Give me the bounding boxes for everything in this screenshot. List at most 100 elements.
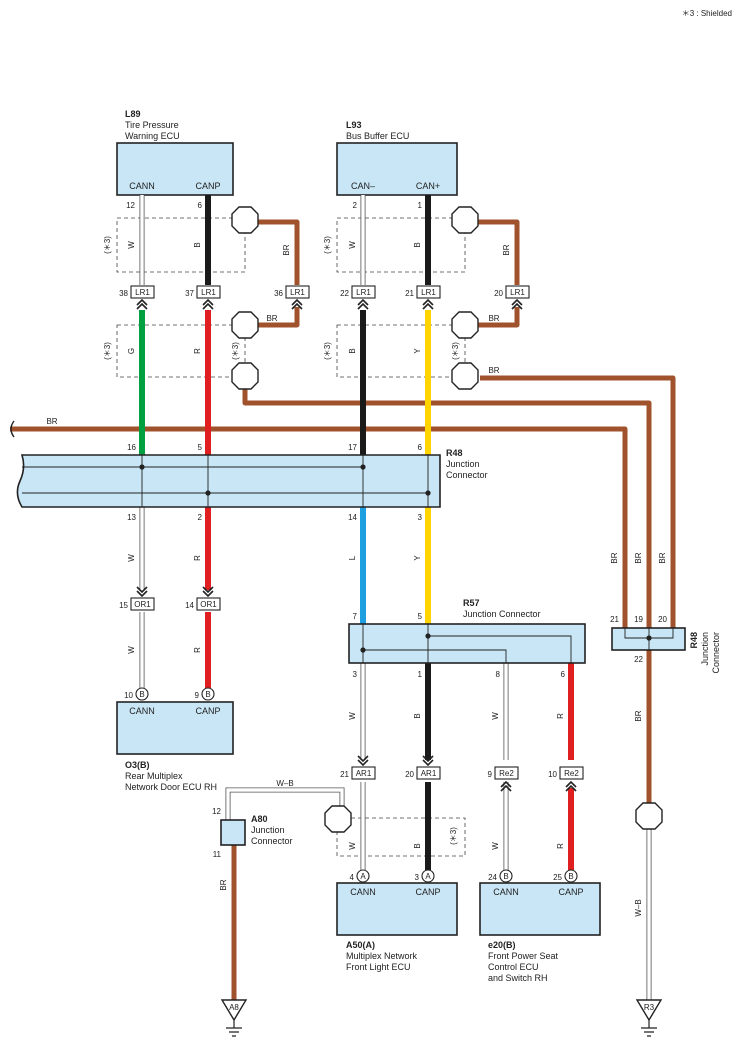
svg-text:B: B [568,872,573,881]
o3b-ecu-box [116,701,234,755]
svg-text:R3: R3 [644,1003,655,1012]
br-break-mark [10,420,15,438]
svg-text:W: W [127,646,136,654]
svg-text:Y: Y [413,348,422,354]
o3b-name2: Network Door ECU RH [125,782,217,792]
svg-text:BR: BR [610,552,619,563]
svg-text:1: 1 [418,670,423,679]
e20b-ecu-box [479,882,601,936]
svg-text:9: 9 [195,691,200,700]
svg-text:24: 24 [488,873,497,882]
svg-text:BR: BR [634,552,643,563]
shield-mark-5: (＊3) [323,342,332,360]
svg-text:W: W [348,241,357,249]
svg-text:W–B: W–B [634,899,643,916]
svg-text:7: 7 [353,612,358,621]
r48-top-name2: Connector [446,470,488,480]
svg-text:12: 12 [126,201,135,210]
svg-text:6: 6 [198,201,203,210]
l93-code: L93 [346,120,362,130]
svg-text:W: W [127,554,136,562]
l89-code: L89 [125,109,141,119]
shield-mark-6: (＊3) [451,342,460,360]
svg-text:21: 21 [405,289,414,298]
svg-text:LR1: LR1 [510,288,525,297]
shield-box-l93 [336,217,466,273]
l89-name2: Warning ECU [125,131,180,141]
ar1-re2-row: AR1 AR1 Re2 Re2 [351,766,584,780]
svg-text:AR1: AR1 [356,769,372,778]
svg-text:R: R [556,713,565,719]
e20b-pin-canp: CANP [558,887,583,897]
svg-text:14: 14 [185,601,194,610]
svg-text:OR1: OR1 [200,600,217,609]
a50a-name1: Multiplex Network [346,951,418,961]
circle-connector-marks: B B A A B B [135,687,578,883]
r48-right-name1: Junction [700,632,710,666]
r57-junction [348,623,586,664]
r48-top-dots [139,464,431,496]
svg-text:R: R [193,348,202,354]
svg-text:38: 38 [119,289,128,298]
svg-text:22: 22 [634,655,643,664]
white-wires [139,195,652,1000]
o3b-pin-canp: CANP [195,706,220,716]
svg-text:9: 9 [488,770,493,779]
shield-mark-7: (＊3) [449,827,458,845]
a80-junction [220,819,246,846]
shield-octagons [231,206,663,833]
svg-text:13: 13 [127,513,136,522]
svg-text:R: R [193,647,202,653]
l89-pin-canp: CANP [195,181,220,191]
r48-right-name2: Connector [711,632,721,674]
octagon-6 [451,362,479,390]
svg-text:W: W [348,842,357,850]
svg-text:L: L [348,555,357,560]
e20b-name3: and Switch RH [488,973,548,983]
svg-text:LR1: LR1 [201,288,216,297]
svg-text:BR: BR [502,244,511,255]
svg-text:22: 22 [340,289,349,298]
svg-text:10: 10 [548,770,557,779]
svg-text:20: 20 [658,615,667,624]
l93-pin-canminus: CAN– [351,181,375,191]
o3b-code: O3(B) [125,760,150,770]
svg-text:B: B [503,872,508,881]
ground-a8: A8 [220,999,248,1037]
svg-text:21: 21 [610,615,619,624]
r48-right-code: R48 [689,632,699,649]
r48-right-dot [646,635,652,641]
e20b-name1: Front Power Seat [488,951,559,961]
a80-code: A80 [251,814,268,824]
r48-top-internal [22,455,429,507]
shield-box-a50 [336,817,466,857]
shield-box-l89 [116,217,246,273]
svg-text:BR: BR [488,366,499,375]
svg-text:OR1: OR1 [134,600,151,609]
connector-chevrons [136,298,577,792]
svg-text:1: 1 [418,201,423,210]
svg-text:2: 2 [353,201,358,210]
l89-pin-cann: CANN [129,181,155,191]
svg-text:20: 20 [405,770,414,779]
svg-text:B: B [193,242,202,247]
ground-r3: R3 [635,999,663,1037]
o3b-name1: Rear Multiplex [125,771,183,781]
svg-text:R: R [193,555,202,561]
svg-text:BR: BR [634,710,643,721]
l93-pin-canplus: CAN+ [416,181,440,191]
octagon-1 [231,206,259,234]
a80-name1: Junction [251,825,285,835]
r57-internal [362,624,572,663]
svg-text:5: 5 [198,443,203,452]
svg-text:4: 4 [350,873,355,882]
svg-text:W: W [127,241,136,249]
shield-box-mid-left [116,324,246,378]
svg-text:21: 21 [340,770,349,779]
svg-text:BR: BR [658,552,667,563]
svg-text:AR1: AR1 [421,769,437,778]
svg-text:3: 3 [353,670,358,679]
svg-text:25: 25 [553,873,562,882]
svg-text:LR1: LR1 [135,288,150,297]
